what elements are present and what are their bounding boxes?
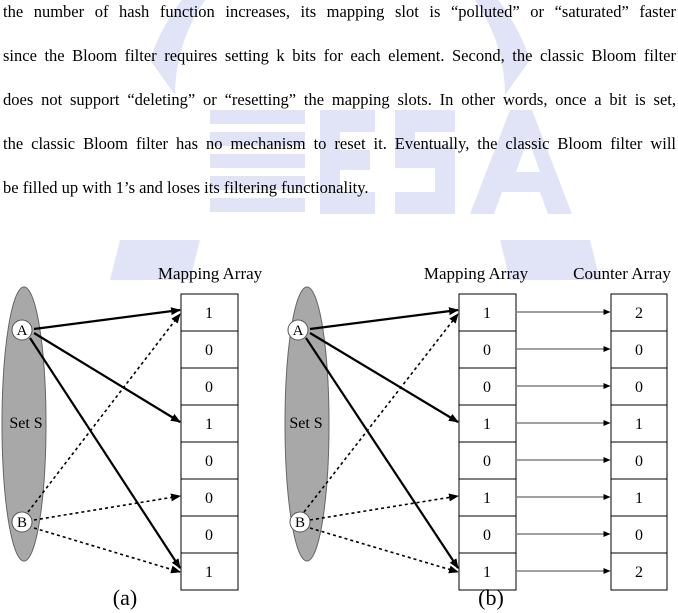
panel-a-cell-0: 1 xyxy=(205,305,213,322)
panel-b-counter-cell-1: 0 xyxy=(635,342,643,359)
panel-b-element-b-node xyxy=(289,511,311,533)
panel-b-arrow-b-to-slot-7 xyxy=(309,527,459,574)
panel-b-arrow-a-to-slot-7 xyxy=(305,337,459,569)
panel-b-mapping-array xyxy=(458,293,517,591)
paragraph-line-1: the number of hash function increases, i… xyxy=(3,2,676,21)
panel-b-mapping-cell-3: 1 xyxy=(483,416,491,433)
bloom-filter-diagram: Mapping Array Set S 1 0 0 1 0 0 0 1 xyxy=(1,264,671,610)
panel-a-element-a-node xyxy=(11,319,33,341)
panel-a-mapping-array-title: Mapping Array xyxy=(158,264,263,283)
panel-a-cell-5: 0 xyxy=(205,490,213,507)
panel-b-mapping-cell-7: 1 xyxy=(483,564,491,581)
panel-b-element-a-node xyxy=(287,319,309,341)
paragraph-line-2: since the Bloom filter requires setting … xyxy=(3,46,676,65)
panel-b-counter-cell-0: 2 xyxy=(635,305,643,322)
panel-b-counter-cell-6: 0 xyxy=(635,527,643,544)
bloom-filter-figure: Mapping Array Set S 1 0 0 1 0 0 0 1 xyxy=(0,250,678,613)
panel-b-mapping-cell-0: 1 xyxy=(483,305,491,322)
panel-a-element-b-node xyxy=(11,511,33,533)
panel-b-mapping-cell-6: 0 xyxy=(483,527,491,544)
panel-b-counter-cell-5: 1 xyxy=(635,490,643,507)
panel-a-element-b-label: B xyxy=(17,515,27,531)
panel-a-arrow-a-to-slot-7 xyxy=(29,337,181,569)
panel-b-mapping-cell-4: 0 xyxy=(483,453,491,470)
panel-b-counter-array-title: Counter Array xyxy=(573,264,671,283)
panel-a-cell-6: 0 xyxy=(205,527,213,544)
paragraph-line-5: be filled up with 1’s and loses its filt… xyxy=(3,178,369,197)
panel-a-cell-1: 0 xyxy=(205,342,213,359)
panel-a-set-s-label: Set S xyxy=(9,415,42,432)
panel-b-counter-cell-4: 0 xyxy=(635,453,643,470)
panel-b-caption: (b) xyxy=(478,585,504,610)
panel-a-cell-7: 1 xyxy=(205,564,213,581)
panel-a-cell-2: 0 xyxy=(205,379,213,396)
panel-b-mapping-array-title: Mapping Array xyxy=(424,264,529,283)
panel-a-arrow-b-to-slot-5 xyxy=(33,493,181,521)
panel-a-element-a-label: A xyxy=(17,323,28,339)
panel-b-arrow-a-to-slot-3 xyxy=(309,332,459,423)
panel-b-arrow-b-to-slot-5 xyxy=(309,493,459,521)
panel-a-cell-4: 0 xyxy=(205,453,213,470)
paragraph-line-4: the classic Bloom filter has no mechanis… xyxy=(3,134,676,153)
panel-a-arrow-a-to-slot-3 xyxy=(33,332,181,423)
panel-b-counter-cell-7: 2 xyxy=(635,564,643,581)
panel-a-set-s-ellipse xyxy=(1,286,47,562)
panel-b-counter-cell-2: 0 xyxy=(635,379,643,396)
panel-a-cell-3: 1 xyxy=(205,416,213,433)
panel-b-arrow-a-to-slot-0 xyxy=(309,307,459,331)
panel-a-caption: (a) xyxy=(113,585,137,610)
panel-a-arrow-a-to-slot-0 xyxy=(33,307,181,331)
panel-b-mapping-cell-1: 0 xyxy=(483,342,491,359)
panel-b-counter-array xyxy=(610,293,668,591)
panel-b-element-b-label: B xyxy=(295,515,305,531)
panel-a-arrow-b-to-slot-7 xyxy=(33,527,181,574)
panel-b-counter-cell-3: 1 xyxy=(635,416,643,433)
paragraph-line-3: does not support “deleting” or “resettin… xyxy=(3,90,676,109)
panel-b-mapping-cell-5: 1 xyxy=(483,490,491,507)
panel-a-mapping-array xyxy=(180,293,239,591)
panel-b-element-a-label: A xyxy=(293,323,304,339)
panel-b-mapping-cell-2: 0 xyxy=(483,379,491,396)
panel-b-set-s-label: Set S xyxy=(289,415,322,432)
